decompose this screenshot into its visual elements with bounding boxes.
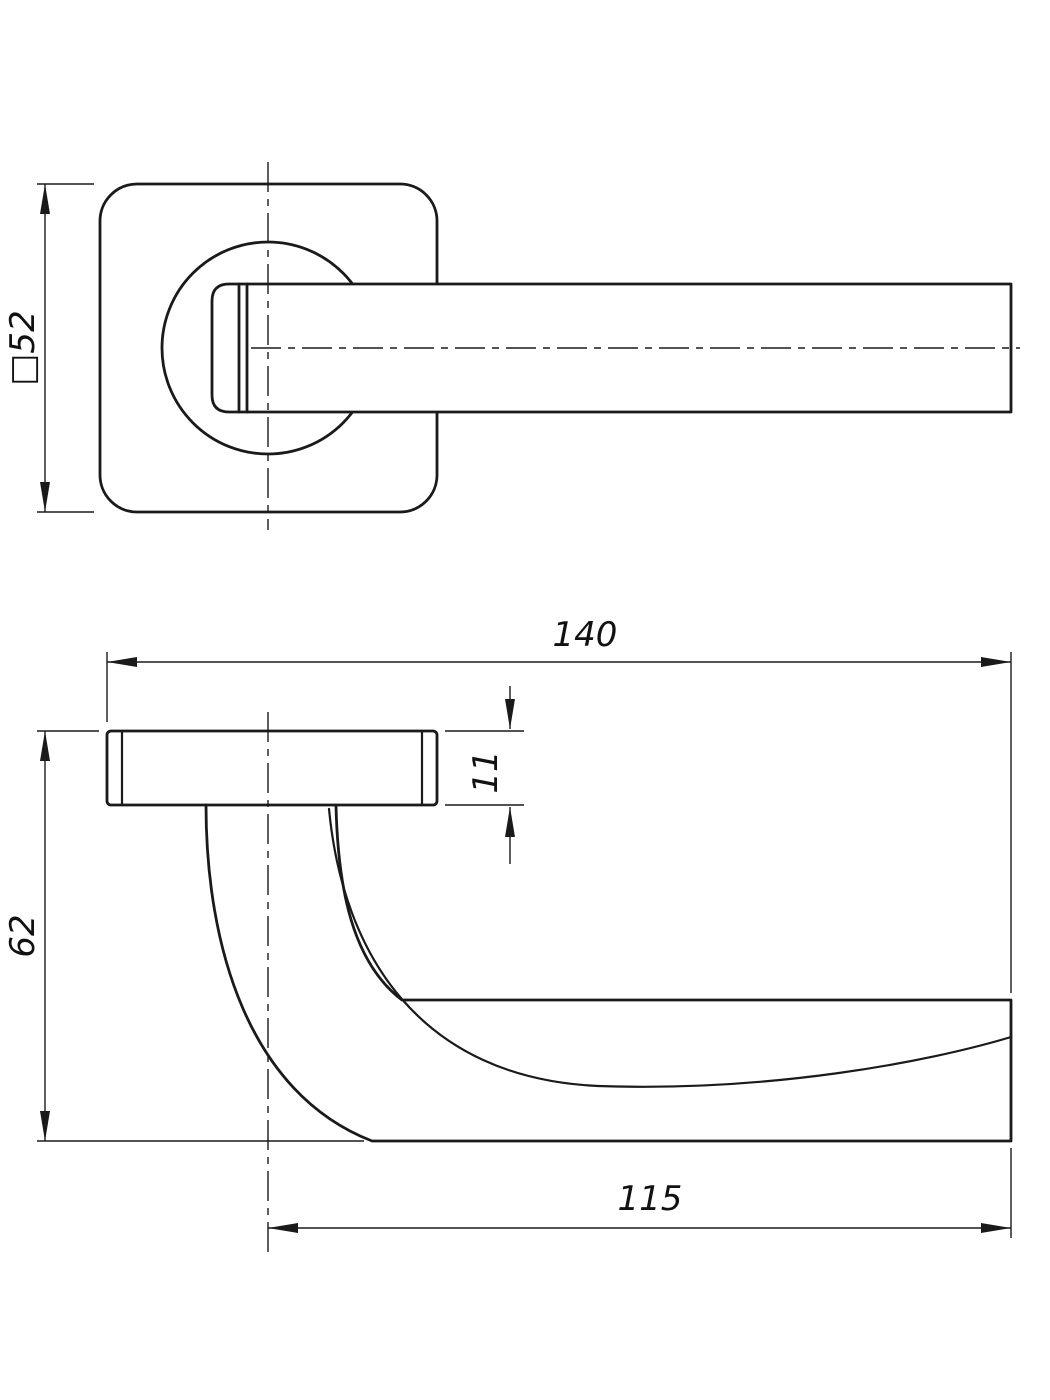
dimension-label-overall-length: 140 (553, 615, 618, 655)
dimension-label-rose-thickness: 11 (466, 750, 506, 793)
dimension-label-square-size: □52 (3, 310, 43, 385)
handle-form-curve (327, 807, 1013, 1088)
dimension-square-52: □52 (3, 183, 94, 513)
dimension-label-lever-length: 115 (618, 1179, 683, 1219)
dimension-overall-height-62: 62 (3, 730, 364, 1142)
dimension-overall-length-140: 140 (106, 615, 1012, 993)
front-view: 140 11 62 115 (3, 615, 1013, 1258)
top-view: □52 (3, 162, 1020, 530)
dimension-rose-thickness-11: 11 (445, 686, 524, 864)
handle-profile-outline (204, 803, 1013, 1143)
rose-plate-side-outline (105, 729, 439, 807)
dimension-lever-length-115: 115 (268, 1148, 1012, 1238)
dimension-label-overall-height: 62 (3, 914, 43, 957)
